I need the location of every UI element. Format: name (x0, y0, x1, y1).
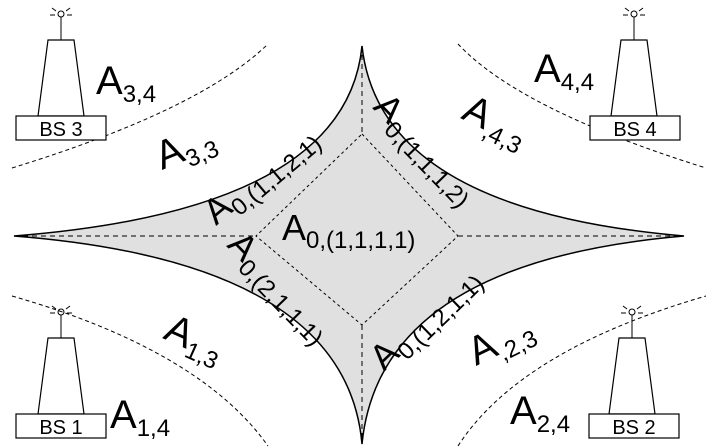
region-label-a14: A1,4 (110, 393, 170, 442)
station-box (588, 413, 680, 439)
arc-bottom-right (457, 295, 707, 447)
station-label: BS 3 (39, 119, 82, 141)
antenna-icon (621, 305, 643, 338)
station-label: BS 2 (612, 417, 655, 439)
region-label-a44: A4,4 (534, 47, 594, 96)
base-station-bs2: BS 2 (588, 305, 680, 439)
base-station-bs4: BS 4 (589, 7, 681, 141)
station-box (15, 413, 107, 439)
base-station-bs3: BS 3 (15, 7, 107, 141)
base-station-bs1: BS 1 (15, 305, 107, 439)
region-label-a34: A3,4 (96, 59, 156, 108)
region-label-a43: A,4,3 (454, 87, 535, 160)
antenna-icon (50, 7, 72, 40)
antenna-icon (623, 7, 645, 40)
station-box (15, 115, 107, 141)
station-box (589, 115, 681, 141)
region-label-a24: A2,4 (510, 389, 570, 438)
tower-body (608, 337, 656, 415)
arc-top-left (11, 43, 269, 169)
region-label-a23: A,2,3 (461, 305, 542, 378)
region-label-a33: A3,3 (149, 115, 223, 183)
arc-top-right (457, 43, 707, 169)
region-label-a13: A1,3 (156, 306, 231, 375)
tower-body (37, 337, 85, 415)
tower-body (610, 39, 658, 117)
region-label-center: A0,(1,1,1,1) (282, 207, 415, 254)
station-label: BS 4 (613, 119, 656, 141)
antenna-icon (50, 305, 72, 338)
station-label: BS 1 (39, 417, 82, 439)
tower-body (37, 39, 85, 117)
arc-bottom-left (11, 295, 269, 447)
